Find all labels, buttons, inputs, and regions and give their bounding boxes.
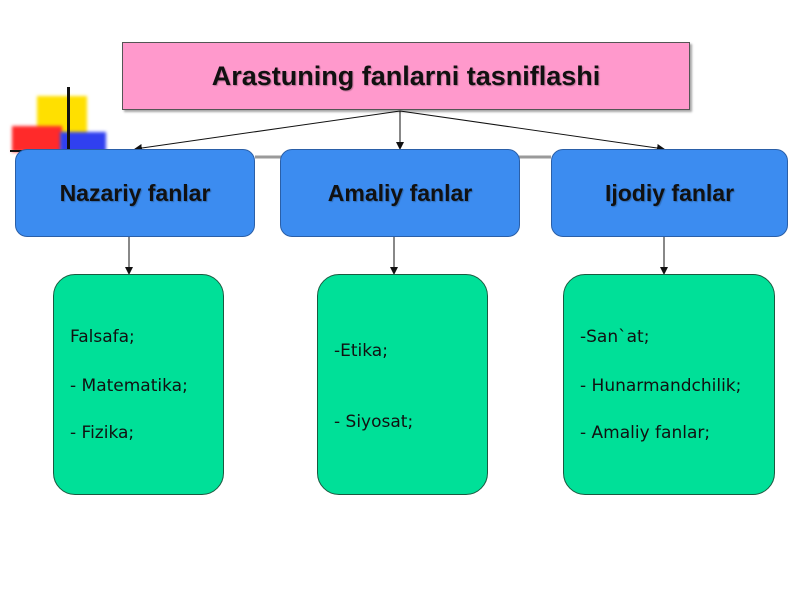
list-item: - Hunarmandchilik; xyxy=(580,376,742,396)
category-box-amaliy: Amaliy fanlar xyxy=(280,149,520,237)
category-label: Ijodiy fanlar xyxy=(604,179,735,206)
list-item: -Etika; xyxy=(334,341,388,361)
arrow-title-to-ijodiy xyxy=(399,110,665,152)
title-box: Arastuning fanlarni tasniflashi xyxy=(122,42,690,110)
list-item: - Siyosat; xyxy=(334,412,414,432)
list-box-ijodiy: -San`at; - Hunarmandchilik; - Amaliy fan… xyxy=(563,274,775,495)
list-item: - Matematika; xyxy=(70,376,188,396)
category-box-ijodiy: Ijodiy fanlar xyxy=(551,149,788,237)
category-label: Amaliy fanlar xyxy=(327,179,473,206)
category-label: Nazariy fanlar xyxy=(59,179,211,206)
decor-vertical-line xyxy=(67,87,70,159)
list-item: Falsafa; xyxy=(70,327,135,347)
decor-blue-square xyxy=(60,132,106,154)
arrow-title-to-nazariy xyxy=(134,110,401,152)
list-item: - Fizika; xyxy=(70,423,135,443)
decor-red-square xyxy=(12,126,62,152)
list-item: -San`at; xyxy=(580,327,650,347)
list-box-amaliy: -Etika; - Siyosat; xyxy=(317,274,488,495)
diagram-title: Arastuning fanlarni tasniflashi xyxy=(211,60,601,91)
list-box-nazariy: Falsafa; - Matematika; - Fizika; xyxy=(53,274,224,495)
list-item: - Amaliy fanlar; xyxy=(580,423,711,443)
category-box-nazariy: Nazariy fanlar xyxy=(15,149,255,237)
